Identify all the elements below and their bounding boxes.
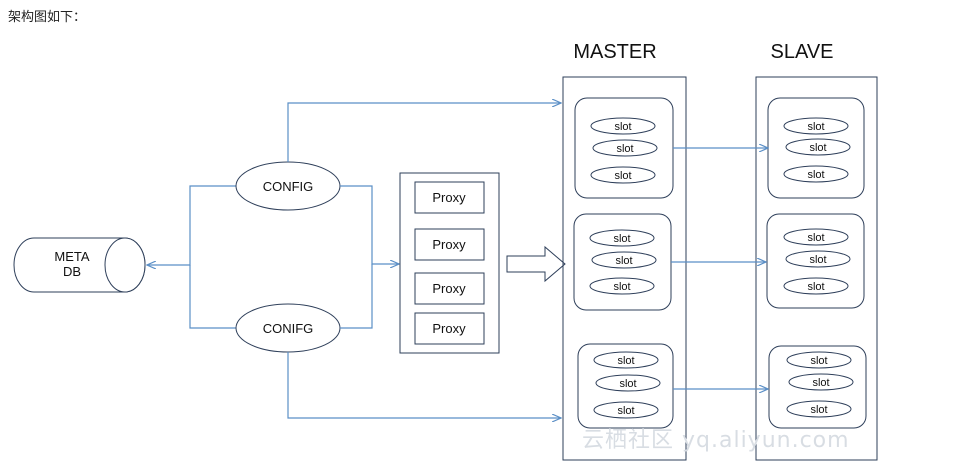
slot-label: slot [807,281,824,293]
proxy-list: Proxy Proxy Proxy Proxy [414,181,485,345]
config-node-top-label: CONFIG [263,179,314,194]
config-to-proxy-connector [340,185,399,264]
slot-label: slot [809,142,826,154]
slot-label: slot [614,170,631,182]
slot-label: slot [619,378,636,390]
slot-label: slot [615,255,632,267]
slot-label: slot [616,143,633,155]
slot-ellipse [786,351,852,369]
slot-ellipse [595,374,661,392]
conifg-to-metadb-connector [189,265,236,329]
slot-ellipse [593,401,659,419]
slot-ellipse [785,138,851,156]
proxy-box [414,181,485,214]
slot-ellipse [785,250,851,268]
slave-header: SLAVE [771,41,834,63]
config-to-master-connector [287,103,561,162]
shard-groups: slotslotslotslotslotslotslotslotslotslot… [573,97,867,429]
slot-ellipse [783,165,849,183]
slot-ellipse [783,277,849,295]
slot-ellipse [788,373,854,391]
slot-ellipse [593,351,659,369]
slot-label: slot [613,233,630,245]
slot-label: slot [810,355,827,367]
slot-ellipse [590,117,656,135]
slot-label: slot [617,405,634,417]
slave-shard-3: slot slot slot [768,345,867,429]
meta-db-label-line1: META [54,249,89,264]
master-container [562,76,687,461]
slave-shard-1: slot slot slot [767,97,865,199]
master-shard-2: slot slot slot [573,213,672,311]
proxy-container [399,172,500,354]
slot-label: slot [807,121,824,133]
slot-ellipse [592,139,658,157]
slot-label: slot [807,232,824,244]
master-shard-1: slot slot slot [574,97,674,199]
proxy-box [414,312,485,345]
proxy-label: Proxy [432,321,466,336]
slot-label: slot [613,281,630,293]
slot-label: slot [810,404,827,416]
config-to-metadb-connector [147,185,236,265]
slave-shard-2: slot slot slot [766,213,865,309]
conifg-to-master-connector [287,352,561,418]
proxy-box [414,228,485,261]
master-header: MASTER [573,41,656,63]
proxy-to-master-block-arrow [506,245,566,283]
slot-label: slot [807,169,824,181]
master-shard-3: slot slot slot [577,343,674,429]
config-node-bottom-label: CONIFG [263,321,314,336]
meta-db-cylinder: META DB [13,237,146,293]
proxy-label: Proxy [432,190,466,205]
slot-ellipse [591,251,657,269]
slot-label: slot [617,355,634,367]
slot-label: slot [614,121,631,133]
slot-label: slot [812,377,829,389]
slot-ellipse [589,277,655,295]
proxy-label: Proxy [432,281,466,296]
slot-ellipse [786,400,852,418]
proxy-box [414,272,485,305]
meta-db-label-line2: DB [63,264,81,279]
slot-ellipse [783,117,849,135]
conifg-to-proxy-connector [340,264,373,329]
watermark: 云栖社区 yq.aliyun.com [582,428,850,453]
slot-ellipse [590,166,656,184]
slave-container [755,76,878,461]
slot-label: slot [809,254,826,266]
slot-ellipse [589,229,655,247]
caption: 架构图如下： [8,10,87,25]
slot-ellipse [783,228,849,246]
proxy-label: Proxy [432,237,466,252]
